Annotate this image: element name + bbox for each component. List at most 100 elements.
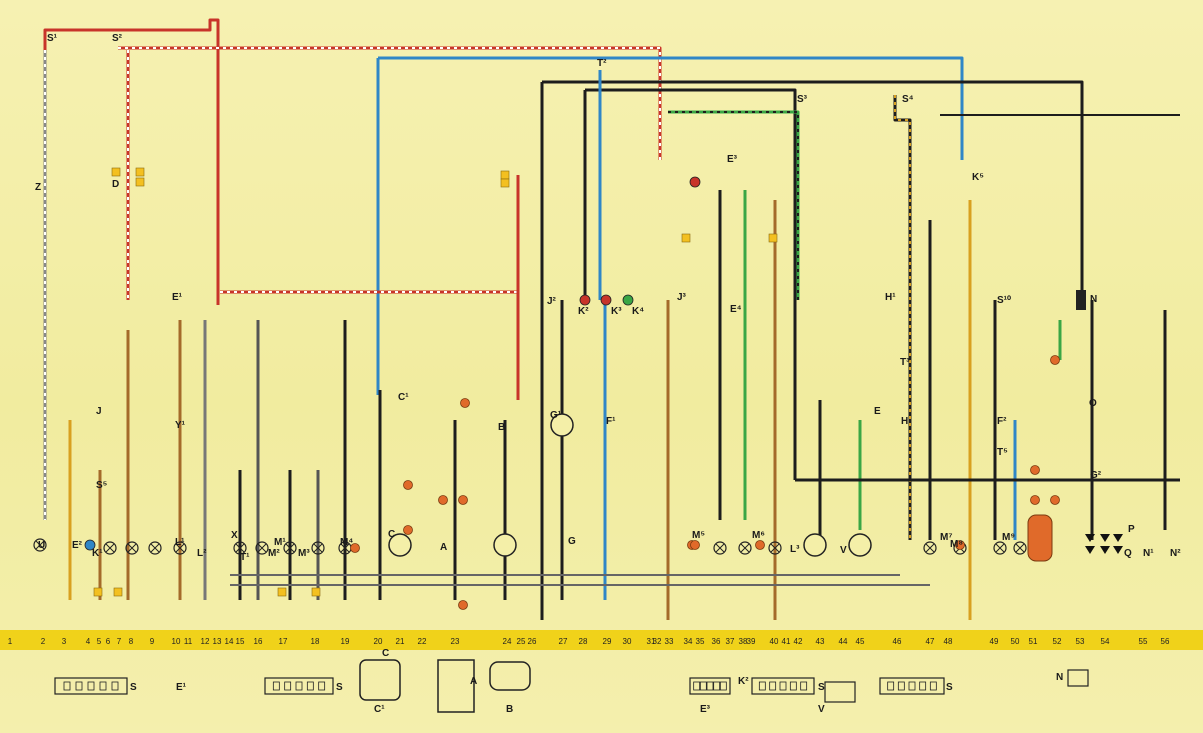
connector-view-label: S: [818, 682, 825, 693]
pin-slot: [929, 681, 937, 691]
lamp-cross: [715, 543, 725, 553]
terminal-node: [458, 600, 468, 610]
wire-tag: [500, 178, 510, 188]
motor-symbol: [493, 533, 517, 557]
component-label: M³: [298, 548, 310, 559]
terminal-node: [350, 543, 360, 553]
relay-view: [1067, 669, 1089, 687]
wire-tag: [135, 167, 145, 177]
connector-view-label: E¹: [176, 682, 187, 693]
strip-number: 44: [839, 637, 848, 646]
lamp-cross: [285, 543, 295, 553]
terminal-node: [755, 540, 765, 550]
lamp-symbol: [993, 541, 1007, 555]
strip-number: 46: [893, 637, 902, 646]
connector-view-label: V: [818, 704, 825, 715]
black-wire-2: [585, 88, 797, 480]
component-label: K¹: [92, 548, 103, 559]
component-label: Q: [1124, 548, 1132, 559]
component-label: N²: [1170, 548, 1181, 559]
component-label: H¹: [885, 292, 896, 303]
strip-number: 50: [1011, 637, 1020, 646]
strip-number: 24: [503, 637, 512, 646]
red-wire-mid-stripe: [220, 291, 519, 400]
pin-slot: [699, 681, 707, 691]
component-label: K⁵: [972, 172, 984, 183]
lamp-cross: [127, 543, 137, 553]
component-label: S⁴: [902, 94, 914, 105]
terminal-node: [1050, 495, 1060, 505]
motor-symbol: [550, 413, 574, 437]
component-label: S¹⁰: [997, 295, 1011, 306]
starter-view: [489, 661, 531, 691]
lamp-cross: [995, 543, 1005, 553]
lamp-symbol: [173, 541, 187, 555]
connector-view-label: K²: [738, 676, 749, 687]
strip-number: 39: [747, 637, 756, 646]
strip-number: 53: [1076, 637, 1085, 646]
diode-symbol: [1113, 546, 1123, 554]
strip-number: 19: [341, 637, 350, 646]
strip-number: 26: [528, 637, 537, 646]
lamp-symbol: [148, 541, 162, 555]
component-label: H: [901, 416, 908, 427]
wire-tag: [311, 587, 321, 597]
terminal-strip: [0, 630, 1203, 650]
terminal-node: [1030, 465, 1040, 475]
strip-number: 52: [1053, 637, 1062, 646]
component-label: Z: [35, 182, 41, 193]
strip-number: 30: [623, 637, 632, 646]
component-label: L²: [197, 548, 207, 559]
pin-slot: [306, 681, 314, 691]
strip-number: 15: [236, 637, 245, 646]
strip-number: 21: [396, 637, 405, 646]
pin-slot: [63, 681, 71, 691]
strip-number: 55: [1139, 637, 1148, 646]
relay-n-body: [1076, 290, 1086, 310]
diode-symbol: [1085, 534, 1095, 542]
lamp-cross: [340, 543, 350, 553]
lamp-symbol: [311, 541, 325, 555]
strip-number: 8: [129, 637, 134, 646]
generator-view: [359, 659, 401, 701]
diode-symbol: [1100, 534, 1110, 542]
lamp-cross: [257, 543, 267, 553]
strip-number: 11: [184, 637, 193, 646]
connector-view-label: S: [336, 682, 343, 693]
wire-tag: [113, 587, 123, 597]
strip-number: 34: [684, 637, 693, 646]
pin-slot: [789, 681, 797, 691]
component-label: F²: [997, 416, 1007, 427]
strip-number: 14: [225, 637, 234, 646]
motor-symbol: [848, 533, 872, 557]
component-label: G: [568, 536, 576, 547]
green-wire-stripe: [668, 111, 799, 300]
component-label: T³: [900, 357, 910, 368]
strip-number: 1: [8, 637, 13, 646]
component-label: U: [38, 540, 45, 551]
strip-number: 36: [712, 637, 721, 646]
black-wire-top: [542, 80, 1084, 300]
terminal-node: [460, 398, 470, 408]
wire-tag: [681, 233, 691, 243]
pin-slot: [87, 681, 95, 691]
terminal-node: [690, 540, 700, 550]
component-label: M⁵: [692, 530, 705, 541]
pin-slot: [713, 681, 721, 691]
component-label: S¹: [47, 33, 58, 44]
component-label: E¹: [172, 292, 183, 303]
component-label: M¹: [274, 537, 286, 548]
terminal-node: [458, 495, 468, 505]
strip-number: 56: [1161, 637, 1170, 646]
strip-number: 37: [726, 637, 735, 646]
strip-number: 45: [856, 637, 865, 646]
component-label: N: [1090, 294, 1097, 305]
component-label: K⁴: [632, 306, 644, 317]
lamp-symbol: [233, 541, 247, 555]
component-label: M⁸: [950, 539, 963, 550]
lamp-cross: [925, 543, 935, 553]
strip-number: 33: [665, 637, 674, 646]
connector-view-label: C¹: [374, 704, 385, 715]
lamp-symbol: [255, 541, 269, 555]
